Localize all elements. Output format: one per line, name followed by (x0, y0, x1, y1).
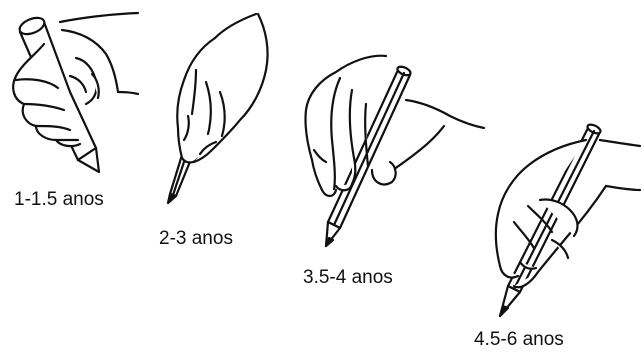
age-label-2-3: 2-3 anos (159, 229, 233, 248)
age-label-3-5-4: 3.5-4 anos (303, 268, 393, 287)
age-label-4-5-6: 4.5-6 anos (474, 330, 564, 349)
age-label-1-1-5: 1-1.5 anos (14, 190, 104, 209)
